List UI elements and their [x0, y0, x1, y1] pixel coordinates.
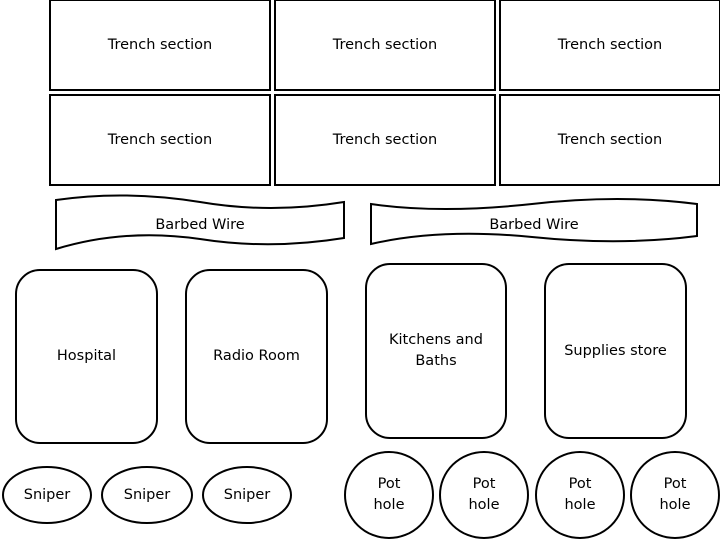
room-box: [544, 263, 687, 439]
barbed-wire-banner: [370, 198, 698, 246]
sniper-ellipse: [202, 466, 292, 524]
trench-section-box: [499, 94, 720, 186]
sniper-ellipse: [101, 466, 193, 524]
room-box: [185, 269, 328, 444]
room-box: [365, 263, 507, 439]
barbed-wire-banner: [55, 194, 345, 251]
trench-section-box: [274, 94, 496, 186]
pot-hole-ellipse: [535, 451, 625, 539]
sniper-ellipse: [2, 466, 92, 524]
trench-section-box: [49, 0, 271, 91]
trench-section-box: [499, 0, 720, 91]
trench-section-box: [274, 0, 496, 91]
pot-hole-ellipse: [439, 451, 529, 539]
room-box: [15, 269, 158, 444]
pot-hole-ellipse: [630, 451, 720, 539]
trench-section-box: [49, 94, 271, 186]
pot-hole-ellipse: [344, 451, 434, 539]
